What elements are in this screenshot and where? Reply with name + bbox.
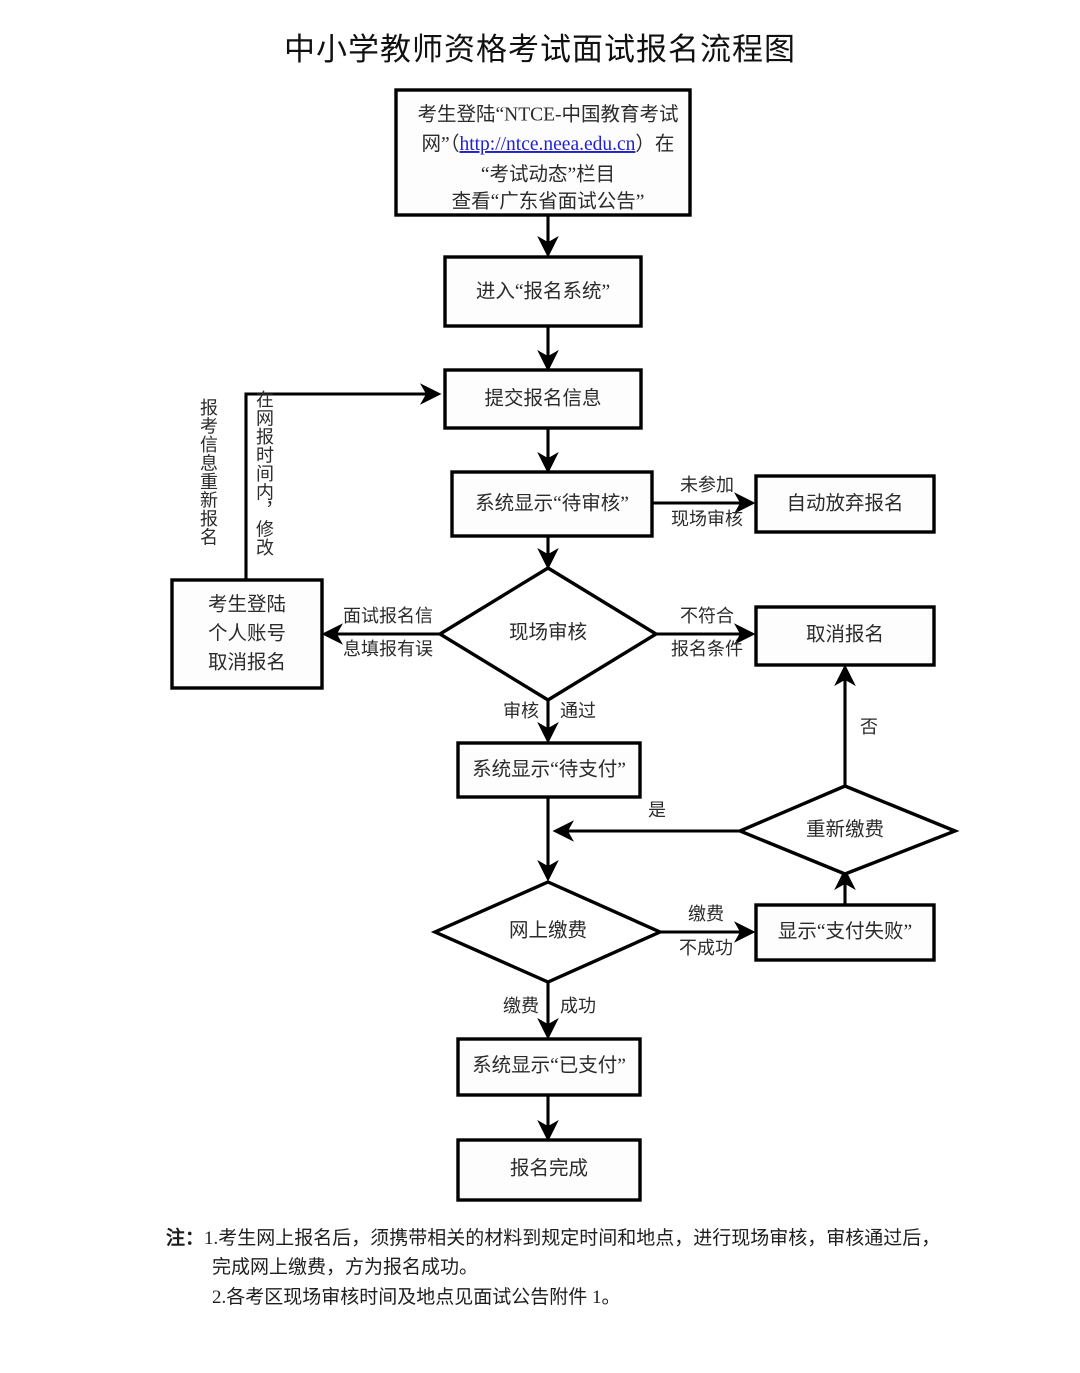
vertical-label-reapply: 报考信息重新报名 bbox=[198, 398, 218, 546]
node-payment-failed-label: 显示“支付失败” bbox=[778, 920, 912, 942]
node-onsite-review-label: 现场审核 bbox=[509, 621, 587, 643]
edge-label-review-pass-b: 通过 bbox=[560, 701, 596, 721]
node-repay[interactable]: 重新缴费 bbox=[735, 784, 960, 876]
edge-label-info-error-2: 息填报有误 bbox=[343, 639, 433, 659]
node-done-label: 报名完成 bbox=[510, 1157, 588, 1179]
notes-prefix: 注： bbox=[166, 1228, 205, 1249]
node-auto-abandon-label: 自动放弃报名 bbox=[786, 492, 903, 514]
edge-label-pay-fail-2: 不成功 bbox=[679, 938, 733, 958]
node-paid[interactable]: 系统显示“已支付” bbox=[456, 1037, 642, 1097]
node-done[interactable]: 报名完成 bbox=[456, 1138, 642, 1202]
node-enter-system[interactable]: 进入“报名系统” bbox=[443, 255, 643, 328]
node-submit-info[interactable]: 提交报名信息 bbox=[443, 368, 643, 430]
note-row-2: 2. 各考区现场审核时间及地点见面试公告附件 1。 bbox=[166, 1283, 966, 1312]
note-row-1-cont: 完成网上缴费，方为报名成功。 bbox=[166, 1253, 966, 1282]
edge-label-not-attend-1: 未参加 bbox=[680, 475, 734, 495]
edge-label-yes: 是 bbox=[648, 800, 666, 820]
node-start-line2-post: ）在 bbox=[635, 133, 674, 155]
node-start-line-3: “考试动态”栏目 bbox=[481, 163, 615, 185]
edge-label-no: 否 bbox=[860, 717, 878, 737]
edge-label-pay-ok-b: 成功 bbox=[560, 996, 596, 1016]
node-payment-failed[interactable]: 显示“支付失败” bbox=[754, 903, 936, 962]
node-start-line2-pre: 网”（ bbox=[422, 133, 460, 155]
node-onsite-review[interactable]: 现场审核 bbox=[436, 566, 660, 702]
node-enter-system-label: 进入“报名系统” bbox=[476, 280, 610, 302]
edge-label-not-qualified-2: 报名条件 bbox=[671, 639, 743, 659]
edge-label-not-qualified-1: 不符合 bbox=[680, 606, 734, 626]
node-cancel-registration-label: 取消报名 bbox=[806, 623, 884, 645]
edge-label-review-pass-a: 审核 bbox=[503, 701, 539, 721]
note-2-num: 2. bbox=[212, 1286, 227, 1308]
node-start-line-4: 查看“广东省面试公告” bbox=[452, 190, 645, 212]
node-cancel-by-self-line-1: 考生登陆 bbox=[208, 593, 286, 615]
note-2-line-1: 各考区现场审核时间及地点见面试公告附件 1。 bbox=[226, 1286, 621, 1308]
edge-cancel-by-self-to-submit-info bbox=[244, 383, 442, 580]
node-pending-payment[interactable]: 系统显示“待支付” bbox=[456, 741, 642, 799]
node-start[interactable]: 考生登陆“NTCE-中国教育考试 网”（http://ntce.neea.edu… bbox=[394, 88, 692, 217]
node-pending-review-label: 系统显示“待审核” bbox=[475, 492, 629, 514]
edge-label-not-attend-2: 现场审核 bbox=[671, 509, 743, 529]
note-1-num: 1. bbox=[204, 1228, 219, 1249]
node-cancel-by-self-line-3: 取消报名 bbox=[208, 651, 286, 673]
note-row-1: 注： 1. 考生网上报名后，须携带相关的材料到规定时间和地点，进行现场审核，审核… bbox=[166, 1224, 966, 1253]
connectors bbox=[244, 215, 856, 1142]
footer-notes: 注： 1. 考生网上报名后，须携带相关的材料到规定时间和地点，进行现场审核，审核… bbox=[166, 1224, 966, 1312]
edge-labels: 未参加 现场审核 面试报名信 息填报有误 不符合 报名条件 审核 通过 是 否 … bbox=[343, 475, 878, 1016]
node-repay-label: 重新缴费 bbox=[806, 818, 884, 840]
node-pending-review[interactable]: 系统显示“待审核” bbox=[450, 470, 654, 538]
ntce-link[interactable]: http://ntce.neea.edu.cn bbox=[459, 134, 635, 155]
node-cancel-by-self[interactable]: 考生登陆 个人账号 取消报名 bbox=[170, 578, 324, 690]
node-paid-label: 系统显示“已支付” bbox=[472, 1054, 626, 1076]
page-title: 中小学教师资格考试面试报名流程图 bbox=[284, 32, 796, 67]
node-auto-abandon[interactable]: 自动放弃报名 bbox=[754, 474, 936, 534]
edge-label-pay-fail-1: 缴费 bbox=[688, 904, 724, 924]
vertical-label-modify-in-window: 在网报时间内，修改 bbox=[254, 390, 274, 557]
edge-label-info-error-1: 面试报名信 bbox=[343, 606, 433, 626]
note-1-line-1: 考生网上报名后，须携带相关的材料到规定时间和地点，进行现场审核，审核通过后， bbox=[218, 1228, 941, 1249]
note-1-line-2: 完成网上缴费，方为报名成功。 bbox=[212, 1257, 479, 1279]
node-start-line-2: 网”（http://ntce.neea.edu.cn）在 bbox=[422, 133, 675, 155]
edge-label-pay-ok-a: 缴费 bbox=[503, 996, 539, 1016]
node-pending-payment-label: 系统显示“待支付” bbox=[472, 758, 626, 780]
node-online-payment[interactable]: 网上缴费 bbox=[430, 880, 665, 984]
node-cancel-registration[interactable]: 取消报名 bbox=[754, 605, 936, 667]
node-cancel-by-self-line-2: 个人账号 bbox=[208, 622, 286, 644]
node-online-payment-label: 网上缴费 bbox=[509, 919, 587, 941]
node-start-line-1: 考生登陆“NTCE-中国教育考试 bbox=[417, 103, 678, 125]
node-submit-info-label: 提交报名信息 bbox=[484, 387, 601, 409]
